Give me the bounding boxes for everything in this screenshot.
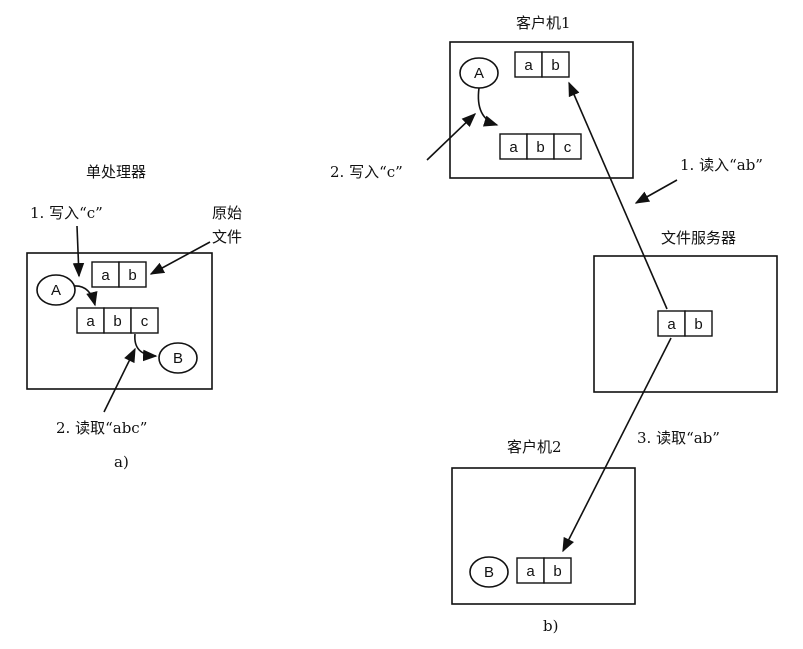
write-c-label: 1. 写入“c”: [30, 204, 103, 222]
original-file-pointer-arrow: [149, 241, 211, 275]
read-ab-label: 1. 读入“ab”: [680, 156, 763, 174]
client2-process-b-label: B: [484, 564, 494, 581]
file-server-box: [593, 255, 778, 393]
file-server-label: 文件服务器: [661, 229, 736, 247]
caption-a: a): [114, 453, 129, 471]
a-to-file-arrow: [73, 285, 98, 307]
read-ab-transfer-arrow: [568, 81, 668, 310]
client1-file-ab: a b: [514, 51, 570, 78]
client2-box: [451, 467, 636, 605]
caption-b: b): [543, 617, 558, 635]
cell-a: a: [86, 313, 95, 330]
client2-label: 客户机2: [507, 438, 562, 456]
cell-a: a: [509, 139, 518, 156]
cell-b: b: [694, 316, 702, 333]
cell-b: b: [551, 57, 559, 74]
client1-a-to-file-arrow: [477, 87, 499, 127]
cell-b: b: [113, 313, 121, 330]
client1-box: [449, 41, 634, 179]
file-to-b-arrow: [134, 333, 158, 362]
process-b-node: [158, 342, 198, 374]
process-a-label: A: [51, 282, 61, 299]
write-c-label-b: 2. 写入“c”: [330, 163, 403, 181]
cell-a: a: [101, 267, 110, 284]
client1-process-a-label: A: [474, 65, 484, 82]
modified-file-abc: a b c: [76, 307, 159, 334]
write-arrow: [72, 225, 85, 278]
cell-c: c: [141, 313, 149, 330]
cell-c: c: [564, 139, 572, 156]
original-file-ab: a b: [91, 261, 147, 288]
cell-a: a: [526, 563, 535, 580]
processor-box: [26, 252, 213, 390]
client1-file-abc: a b c: [499, 133, 582, 160]
client2-process-b-node: [469, 556, 509, 588]
read-abc-label: 2. 读取“abc”: [56, 419, 147, 437]
client1-label: 客户机1: [516, 14, 571, 32]
process-a-node: [36, 274, 76, 306]
cell-b: b: [128, 267, 136, 284]
read-ab-client2-label: 3. 读取“ab”: [637, 429, 720, 447]
cell-a: a: [524, 57, 533, 74]
read-ab-pointer-arrow: [634, 179, 678, 204]
server-file-ab: a b: [657, 310, 713, 337]
write-c-arrow: [426, 113, 477, 161]
read-arrow: [103, 347, 136, 413]
cell-a: a: [667, 316, 676, 333]
client2-file-ab: a b: [516, 557, 572, 584]
cell-b: b: [553, 563, 561, 580]
cell-b: b: [536, 139, 544, 156]
original-file-label-line2: 文件: [212, 228, 242, 246]
read-ab-client2-arrow: [562, 337, 672, 553]
single-processor-label: 单处理器: [86, 163, 146, 181]
original-file-label-line1: 原始: [212, 204, 242, 222]
process-b-label: B: [173, 350, 183, 367]
